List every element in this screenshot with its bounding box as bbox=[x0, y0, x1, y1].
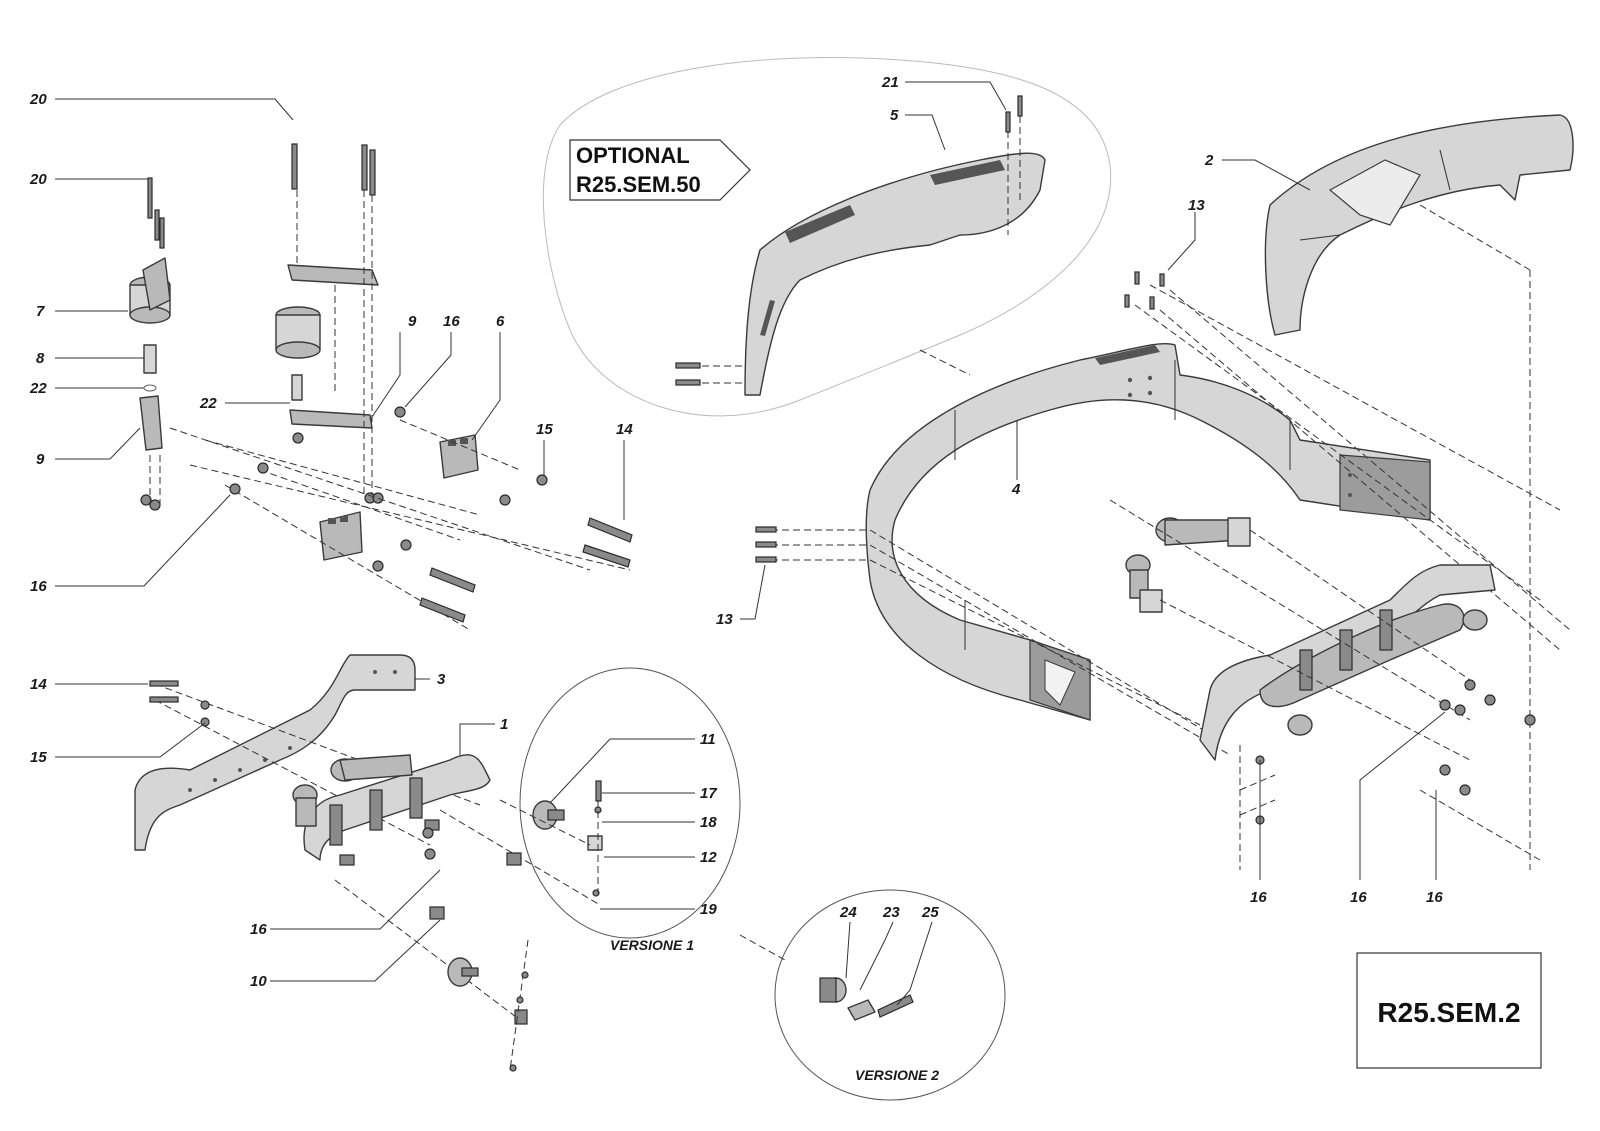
screws-13-left bbox=[755, 526, 777, 563]
callout-1: 1 bbox=[500, 716, 508, 733]
callout-17: 17 bbox=[700, 785, 717, 802]
optional-screws bbox=[675, 362, 701, 386]
callout-22: 22 bbox=[29, 380, 47, 397]
washers-left bbox=[229, 462, 548, 572]
callout-6: 6 bbox=[496, 313, 505, 330]
bracket-part-6-lower bbox=[319, 511, 363, 561]
callout-9: 9 bbox=[408, 313, 417, 330]
callout-14: 14 bbox=[616, 421, 633, 438]
callout-19: 19 bbox=[700, 901, 717, 918]
callout-16: 16 bbox=[443, 313, 460, 330]
callout-12: 12 bbox=[700, 849, 717, 866]
callout-16: 16 bbox=[1350, 889, 1367, 906]
frame-assembly-right bbox=[1125, 517, 1496, 761]
callout-7: 7 bbox=[36, 303, 45, 320]
drawing-code-box bbox=[1356, 952, 1542, 1069]
versione-2-outline bbox=[774, 889, 1006, 1101]
bolts-part-14-lower bbox=[149, 680, 210, 727]
callout-16: 16 bbox=[1426, 889, 1443, 906]
callout-2: 2 bbox=[1204, 152, 1214, 169]
callout-15: 15 bbox=[30, 749, 47, 766]
callout-23: 23 bbox=[882, 904, 900, 921]
screws-13-top bbox=[1124, 271, 1165, 310]
versione-1-parts bbox=[532, 780, 603, 897]
screw-21 bbox=[1005, 95, 1023, 133]
damper-assembly-center bbox=[275, 143, 406, 504]
callout-8: 8 bbox=[36, 350, 45, 367]
callout-16: 16 bbox=[1250, 889, 1267, 906]
callout-16: 16 bbox=[250, 921, 267, 938]
versione-1-outline bbox=[519, 667, 741, 939]
bracket-part-6-upper bbox=[439, 434, 479, 479]
drawing-code: R25.SEM.2 bbox=[1377, 997, 1520, 1028]
callout-25: 25 bbox=[921, 904, 939, 921]
bracket-part-3 bbox=[134, 654, 416, 851]
callout-13: 13 bbox=[1188, 197, 1205, 214]
optional-outline bbox=[542, 57, 1112, 417]
callout-24: 24 bbox=[839, 904, 857, 921]
versione-1-label: VERSIONE 1 bbox=[610, 937, 694, 953]
callout-13: 13 bbox=[716, 611, 733, 628]
callout-21: 21 bbox=[881, 74, 899, 91]
callout-5: 5 bbox=[890, 107, 899, 124]
nuts-frame-1 bbox=[422, 827, 522, 920]
damper-part-10 bbox=[447, 957, 528, 1025]
callout-10: 10 bbox=[250, 973, 267, 990]
optional-guard-part-5 bbox=[744, 152, 1046, 396]
versione-2-parts bbox=[819, 977, 914, 1021]
callout-9: 9 bbox=[36, 451, 45, 468]
callout-14: 14 bbox=[30, 676, 47, 693]
callout-20: 20 bbox=[29, 91, 47, 108]
frame-part-1 bbox=[292, 754, 491, 866]
callout-11: 11 bbox=[700, 731, 716, 748]
leader-lines bbox=[55, 81, 1446, 1006]
cover-part-2 bbox=[1264, 114, 1574, 336]
callout-4: 4 bbox=[1011, 481, 1021, 498]
callout-18: 18 bbox=[700, 814, 717, 831]
callout-3: 3 bbox=[437, 671, 446, 688]
callout-16: 16 bbox=[30, 578, 47, 595]
optional-label: OPTIONAL bbox=[576, 143, 690, 168]
bolts-part-14-upper bbox=[419, 517, 633, 623]
callout-15: 15 bbox=[536, 421, 553, 438]
callout-20: 20 bbox=[29, 171, 47, 188]
damper-assembly-left bbox=[129, 177, 171, 511]
callout-22: 22 bbox=[199, 395, 217, 412]
versione-2-label: VERSIONE 2 bbox=[855, 1067, 939, 1083]
optional-tag: OPTIONAL R25.SEM.50 bbox=[569, 139, 751, 201]
optional-code: R25.SEM.50 bbox=[576, 172, 701, 197]
